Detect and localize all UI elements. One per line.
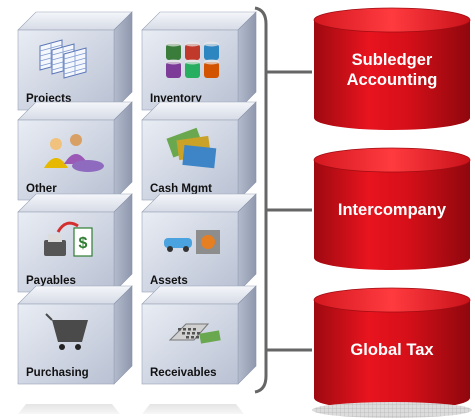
invoice-payment-icon: $: [44, 221, 93, 257]
cube-top: [141, 101, 257, 121]
shopping-cart-icon: [45, 313, 88, 350]
engine-label: Intercompany: [338, 201, 447, 219]
module-purchasing: Purchasing: [17, 285, 133, 385]
module-label: Cash Mgmt: [150, 183, 212, 195]
cube-top: [17, 11, 133, 31]
module-other: Other: [17, 101, 133, 201]
module-inventory: Inventory: [141, 11, 257, 111]
module-cash-mgmt: Cash Mgmt: [141, 101, 257, 201]
cube-face: [141, 303, 239, 385]
engine-intercompany: Intercompany: [313, 147, 471, 270]
floor-shadow-right: [142, 404, 244, 414]
cylinder-body: [314, 160, 470, 270]
cylinder-top: [313, 7, 471, 33]
engine-label: Global Tax: [350, 341, 434, 359]
module-label: Receivables: [150, 367, 217, 379]
floor-grid-base: [312, 402, 472, 418]
cylinder-top: [313, 147, 471, 173]
people-icon: [44, 134, 104, 172]
cash-register-icon: [168, 323, 221, 344]
currency-icon: [166, 127, 217, 169]
cylinder-body: [314, 300, 470, 410]
svg-text:$: $: [79, 235, 88, 252]
spreadsheet-icon: [39, 39, 87, 79]
module-label: Other: [26, 183, 57, 195]
cube-face: [17, 119, 115, 201]
engine-global-tax: Global Tax: [313, 287, 471, 410]
cylinder-top: [313, 287, 471, 313]
module-label: Payables: [26, 275, 76, 287]
module-assets: Assets: [141, 193, 257, 293]
module-label: Purchasing: [26, 367, 89, 379]
inventory-barrels-icon: [166, 41, 219, 78]
vehicle-machine-icon: [164, 230, 220, 254]
module-payables: $ Payables: [17, 193, 133, 293]
cylinder-body: [314, 20, 470, 130]
cube-top: [141, 193, 257, 213]
module-label: Assets: [150, 275, 188, 287]
bracket-line: [254, 6, 268, 394]
floor-shadows: [18, 404, 244, 414]
cube-top: [141, 285, 257, 305]
cube-face: [141, 211, 239, 293]
engine-label: Subledger: [352, 51, 433, 69]
cube-top: [141, 11, 257, 31]
cube-top: [17, 193, 133, 213]
floor-shadow-left: [18, 404, 120, 414]
module-receivables: Receivables: [141, 285, 257, 385]
cube-face: [17, 303, 115, 385]
cube-top: [17, 101, 133, 121]
cube-top: [17, 285, 133, 305]
engine-label: Accounting: [347, 71, 438, 89]
module-projects: Projects: [17, 11, 133, 111]
bracket-connector: [254, 6, 312, 394]
